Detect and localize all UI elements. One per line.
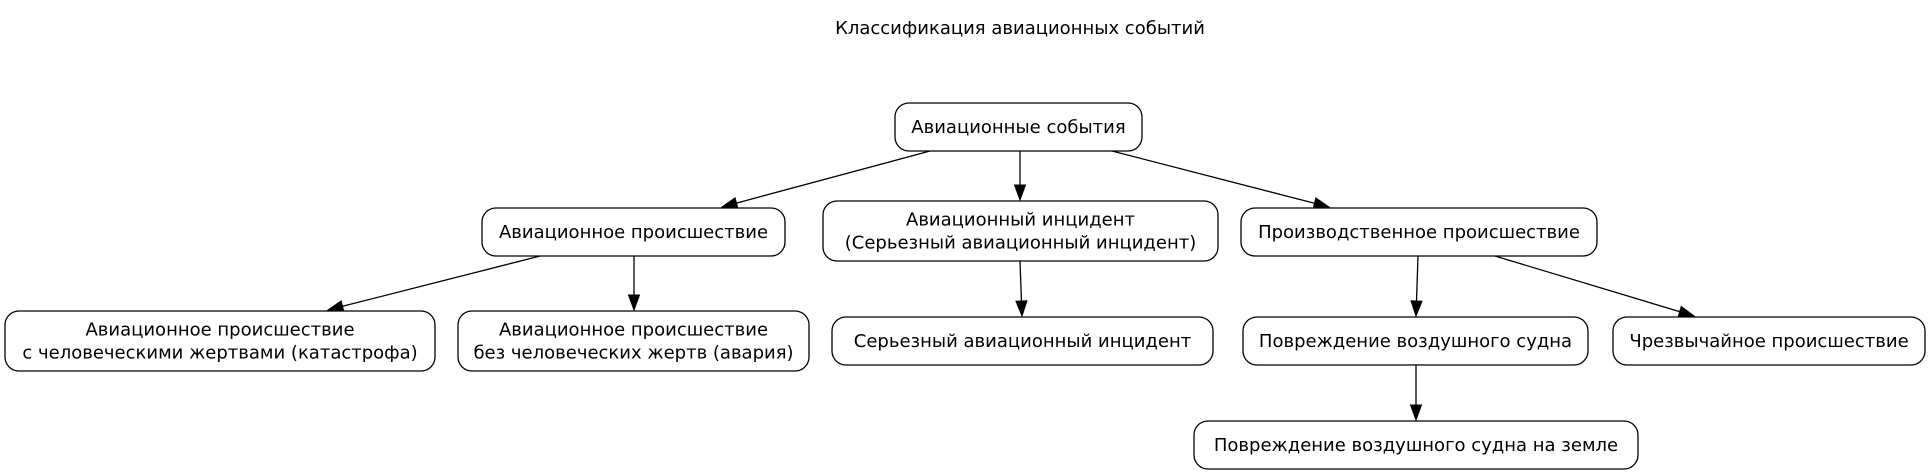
- node-box-incident: [822, 200, 1219, 262]
- node-box-ground-damage: [1193, 420, 1639, 470]
- arrow-head-accident-to-crash: [627, 294, 641, 312]
- node-box-accident: [481, 207, 786, 257]
- node-aircraft-damage: Повреждение воздушного судна: [1242, 316, 1589, 366]
- node-label-crash: без человеческих жертв (авария): [473, 343, 793, 364]
- node-label-occupational: Производственное происшествие: [1258, 222, 1580, 243]
- arrow-head-accident-to-catastrophe: [326, 300, 345, 313]
- node-label-accident: Авиационное происшествие: [499, 222, 768, 243]
- node-ground-damage: Повреждение воздушного судна на земле: [1193, 420, 1639, 470]
- edge-line-accident-to-catastrophe: [342, 255, 541, 307]
- arrow-head-incident-to-serious-incident: [1015, 300, 1028, 318]
- edge-line-incident-to-serious-incident: [1019, 260, 1023, 302]
- node-box-crash: [457, 310, 810, 372]
- diagram-title: Классификация авиационных событий: [835, 18, 1205, 39]
- node-label-emergency: Чрезвычайное происшествие: [1629, 331, 1908, 352]
- node-label-crash: Авиационное происшествие: [499, 320, 768, 341]
- node-box-emergency: [1612, 316, 1926, 366]
- node-box-occupational: [1240, 207, 1598, 257]
- node-label-incident: Авиационный инцидент: [906, 210, 1135, 231]
- node-label-catastrophe: Авиационное происшествие: [85, 320, 354, 341]
- edge-line-occupational-to-emergency: [1494, 255, 1680, 313]
- edge-line-root-to-occupational: [1111, 150, 1315, 204]
- node-box-serious-incident: [831, 316, 1214, 366]
- node-accident: Авиационное происшествие: [481, 207, 786, 257]
- node-root: Авиационные события: [894, 102, 1143, 152]
- arrow-head-aircraft_damage-to-ground-damage: [1409, 404, 1423, 422]
- node-occupational: Производственное происшествие: [1240, 207, 1598, 257]
- edge-line-occupational-to-aircraft-damage: [1415, 255, 1419, 302]
- arrow-head-occupational-to-aircraft-damage: [1410, 300, 1423, 318]
- edge-line-root-to-accident: [736, 150, 931, 204]
- node-label-aircraft-damage: Повреждение воздушного судна: [1259, 331, 1572, 352]
- arrow-head-root-to-occupational: [1312, 197, 1331, 210]
- arrow-head-root-to-accident: [720, 196, 739, 209]
- node-incident: Авиационный инцидент(Серьезный авиационн…: [822, 200, 1219, 262]
- node-label-catastrophe: с человеческими жертвами (катастрофа): [22, 343, 417, 364]
- node-serious-incident: Серьезный авиационный инцидент: [831, 316, 1214, 366]
- edges-layer: [326, 150, 1696, 422]
- node-label-incident: (Серьезный авиационный инцидент): [845, 233, 1196, 254]
- node-label-serious-incident: Серьезный авиационный инцидент: [854, 331, 1191, 352]
- node-box-catastrophe: [4, 310, 436, 372]
- arrow-head-occupational-to-emergency: [1677, 305, 1696, 318]
- node-emergency: Чрезвычайное происшествие: [1612, 316, 1926, 366]
- node-label-ground-damage: Повреждение воздушного судна на земле: [1214, 435, 1618, 456]
- node-box-aircraft-damage: [1242, 316, 1589, 366]
- arrow-head-root-to-incident: [1013, 184, 1027, 202]
- node-label-root: Авиационные события: [911, 117, 1125, 138]
- node-box-root: [894, 102, 1143, 152]
